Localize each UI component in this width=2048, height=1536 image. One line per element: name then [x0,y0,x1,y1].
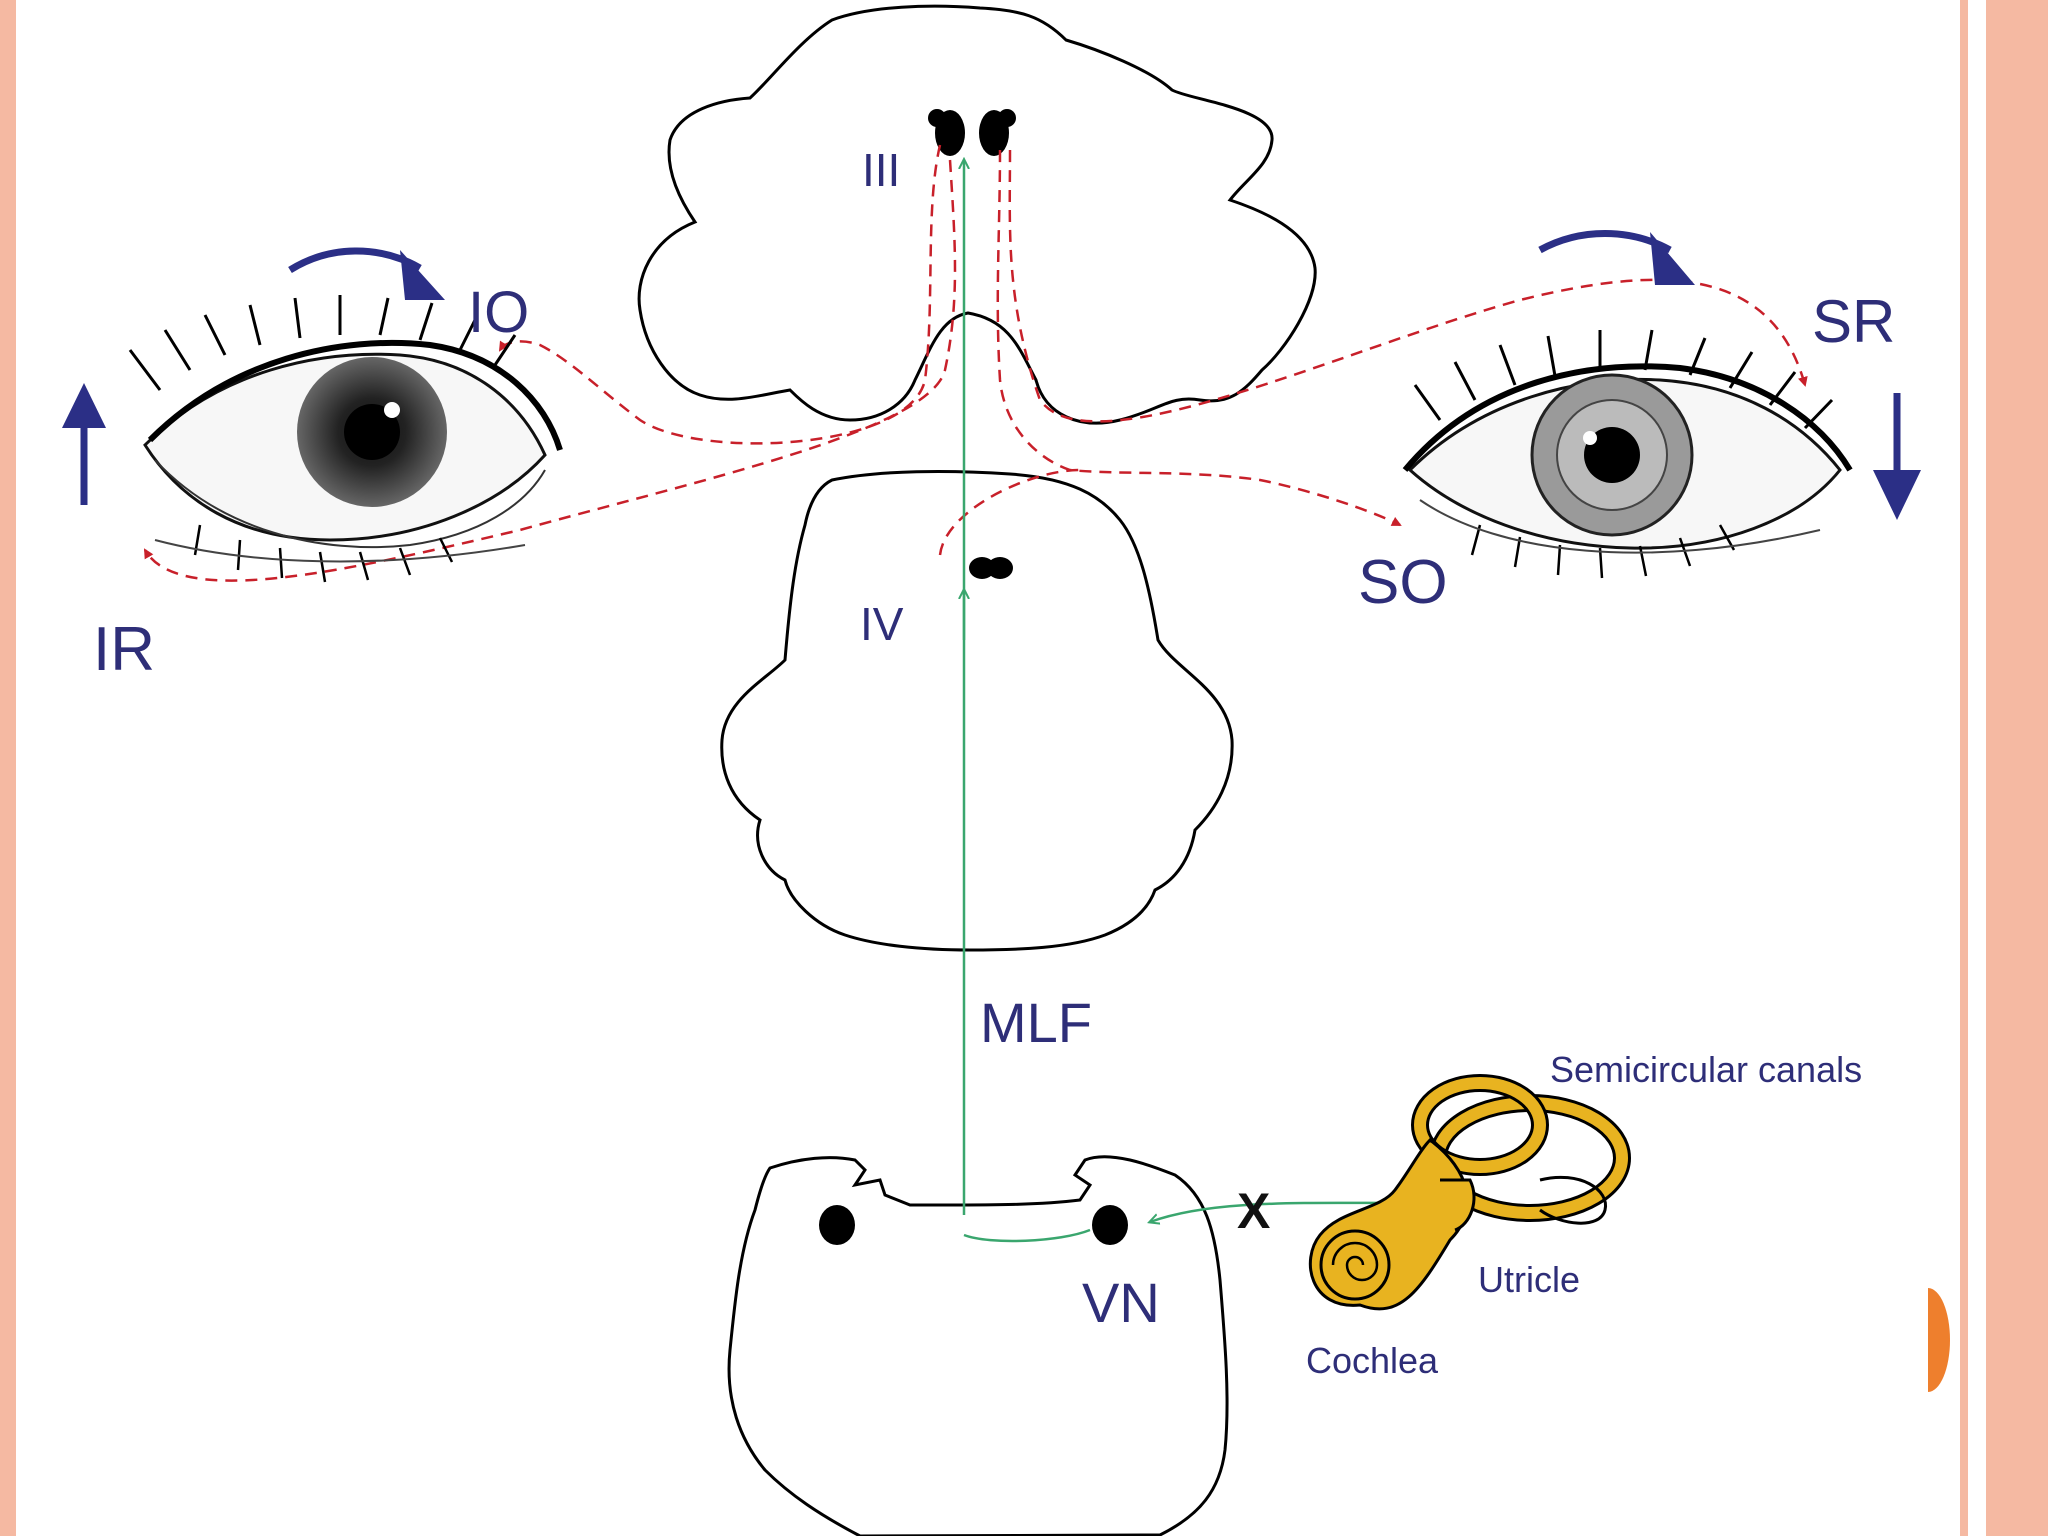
medulla-section [727,1155,1229,1536]
mlf-pathway [964,160,1399,1243]
label-IR: IR [93,615,155,684]
label-semicircular-canals: Semicircular canals [1550,1049,1862,1090]
label-MLF: MLF [980,991,1092,1054]
rotation-arrow-right [1538,230,1695,285]
vestibular-nuclei [819,1205,1128,1245]
left-border [0,0,16,1536]
label-X: X [1237,1183,1270,1239]
label-IV: IV [860,598,904,650]
right-border-inner [1960,0,1968,1536]
left-eye-illustration [128,295,563,583]
label-cochlea: Cochlea [1306,1340,1439,1381]
accent-half-circle [1928,1288,1950,1392]
right-border-outer [1986,0,2048,1536]
label-III: III [862,144,900,196]
label-SR: SR [1812,288,1895,355]
oculomotor-nuclei [928,109,1016,156]
midbrain-section [637,4,1317,425]
label-IO: IO [468,280,529,345]
right-eye-illustration [1402,329,1853,579]
rotation-arrow-left [288,247,445,300]
label-VN: VN [1082,1271,1160,1334]
label-utricle: Utricle [1478,1259,1580,1300]
up-arrow-left [62,383,106,505]
inner-ear-illustration [1308,1074,1631,1311]
label-SO: SO [1358,548,1448,617]
pons-section [720,470,1234,952]
trochlear-nuclei [969,557,1013,579]
red-dashed-pathways [143,144,1808,582]
down-arrow-right [1873,393,1921,520]
